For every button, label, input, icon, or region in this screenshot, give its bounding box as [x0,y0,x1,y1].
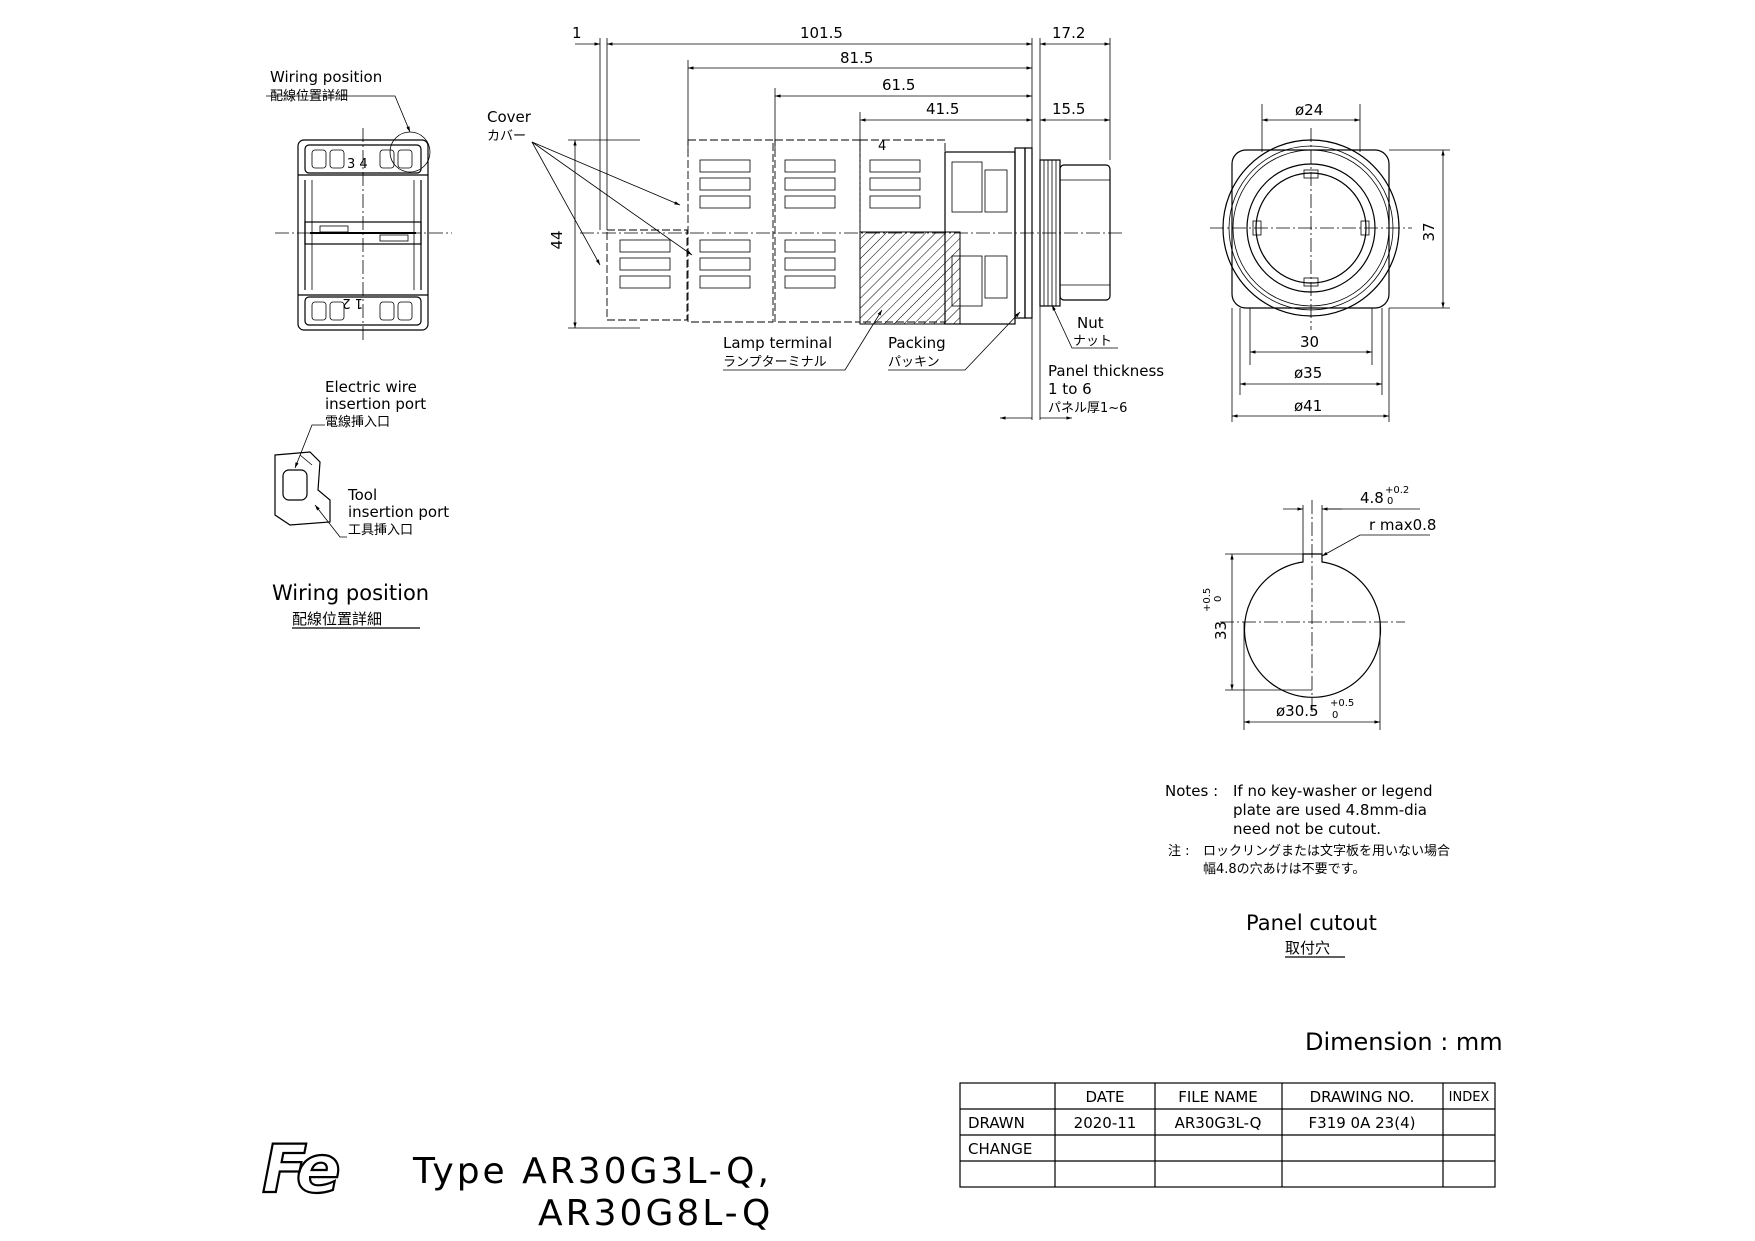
notes: Notes : If no key-washer or legend plate… [1165,782,1450,958]
wiring-caption-en: Wiring position [272,581,429,605]
header-date: DATE [1085,1088,1124,1106]
height-label: 33 [1212,621,1230,640]
cutout-outline [1243,553,1382,698]
panel-thickness-jp: パネル厚1~6 [1048,401,1127,416]
panel-cutout: 4.8 +0.2 0 r max0.8 33 +0.5 0 ø30.5 +0.5… [1202,485,1436,730]
front-view: ø24 37 30 ø35 ø41 [1210,101,1450,422]
dim-37-label: 37 [1420,222,1438,241]
nut-label-jp: ナット [1073,334,1112,349]
dim-41-5: 41.5 [926,100,959,118]
lamp-terminal-label-jp: ランプターミナル [723,355,827,370]
product-type-line-2: AR30G8L-Q [538,1193,773,1234]
product-type-line-1: Type AR30G3L-Q, [412,1151,772,1192]
dim-81-5: 81.5 [840,49,873,67]
wire-port-en-1: Electric wire [325,378,417,396]
tool-port-jp: 工具挿入口 [348,523,413,538]
notes-jp-line-2: 幅4.8の穴あけは不要です。 [1203,862,1365,877]
side-view: 1 101.5 17.2 81.5 61.5 41.5 15.5 44 [487,24,1164,420]
wire-port-jp: 電線挿入口 [325,414,390,430]
height-tol-low: 0 [1213,596,1224,602]
nut-label-en: Nut [1077,314,1104,332]
row-drawn-file: AR30G3L-Q [1175,1114,1262,1132]
key-width-label: 4.8 [1360,489,1384,507]
title-block: DATE FILE NAME DRAWING NO. INDEX DRAWN 2… [959,1082,1496,1188]
dim-61-5: 61.5 [882,76,915,94]
insertion-port-detail: Electric wire insertion port 電線挿入口 Tool … [272,378,449,629]
header-drawing-no: DRAWING NO. [1310,1088,1415,1106]
radius-label: r max0.8 [1369,516,1436,534]
notes-jp-label: 注 : [1168,844,1190,859]
panel-thickness-en-2: 1 to 6 [1048,380,1092,398]
row-drawn-drawing: F319 0A 23(4) [1309,1114,1416,1132]
lamp-terminal-label-en: Lamp terminal [723,334,832,352]
wiring-caption-jp: 配線位置詳細 [292,610,382,628]
notes-label: Notes : [1165,782,1218,800]
dia-41-label: ø41 [1294,397,1322,415]
wire-port-en-2: insertion port [325,395,426,413]
dia-35-label: ø35 [1294,364,1322,382]
cutout-dia-tol-up: +0.5 [1330,698,1354,709]
dim-17-2: 17.2 [1052,24,1085,42]
fe-logo: Fe [261,1130,346,1209]
dim-44: 44 [548,230,566,249]
dia-24-label: ø24 [1295,101,1323,119]
dim-101-5: 101.5 [800,24,843,42]
dim-15-5: 15.5 [1052,100,1085,118]
cover-label-jp: カバー [487,129,526,144]
lamp-terminal [859,231,961,325]
header-index: INDEX [1449,1090,1490,1105]
notes-line-2: plate are used 4.8mm-dia [1233,801,1427,819]
row-drawn-date: 2020-11 [1074,1114,1137,1132]
wiring-callout-jp: 配線位置詳細 [270,88,348,104]
notes-line-1: If no key-washer or legend [1233,782,1433,800]
panel-thickness-en-1: Panel thickness [1048,362,1164,380]
panel-cutout-caption-en: Panel cutout [1246,911,1377,935]
key-tol-low: 0 [1387,496,1393,507]
notes-jp-line-1: ロックリングまたは文字板を用いない場合 [1203,844,1450,859]
key-tol-up: +0.2 [1385,485,1409,496]
terminal-block-bottom [304,296,422,326]
cutout-dia-label: ø30.5 [1276,702,1319,720]
fe-logo-text: Fe [262,1131,339,1208]
terminal-no-4: 4 [878,139,886,154]
dim-30-label: 30 [1300,333,1319,351]
cover-label-en: Cover [487,108,532,126]
packing-label-en: Packing [888,334,946,352]
row-change-label: CHANGE [968,1140,1032,1158]
packing-label-jp: パッキン [888,355,940,370]
wiring-position-detail: Wiring position 配線位置詳細 3 4 1 2 [266,68,452,342]
terminal-label-bottom: 1 2 [342,295,363,310]
tool-port-en-2: insertion port [348,503,449,521]
cutout-dia-tol-low: 0 [1332,710,1338,721]
tool-port-en-1: Tool [347,486,377,504]
notes-line-3: need not be cutout. [1233,820,1381,838]
wiring-callout-en: Wiring position [270,68,382,86]
row-drawn-label: DRAWN [968,1114,1025,1132]
header-file-name: FILE NAME [1178,1088,1258,1106]
height-tol-up: +0.5 [1202,588,1213,612]
dimension-unit: Dimension : mm [1305,1028,1503,1056]
dim-1: 1 [572,24,582,42]
panel-cutout-caption-jp: 取付穴 [1285,939,1330,957]
terminal-label-top: 3 4 [347,157,368,172]
